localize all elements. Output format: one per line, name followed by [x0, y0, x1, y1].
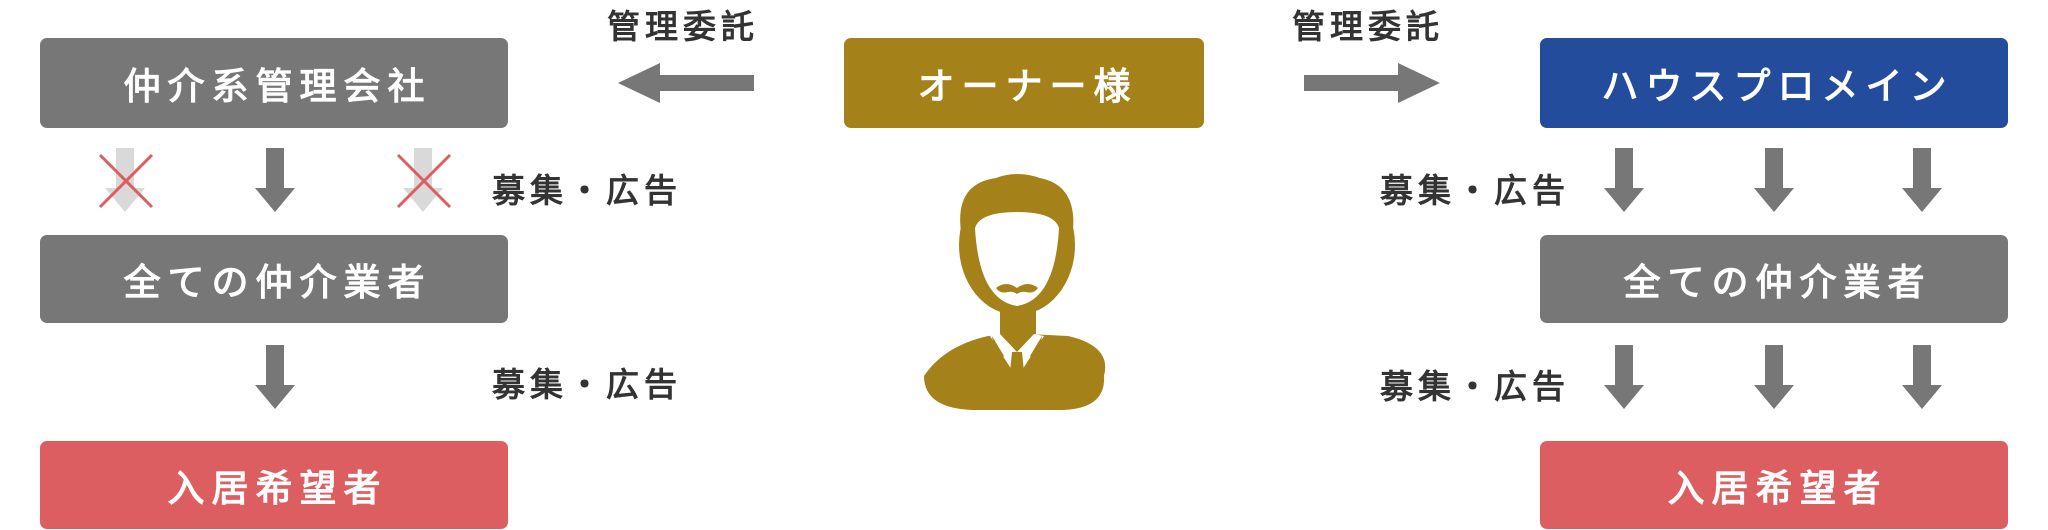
arrow-icon — [255, 345, 295, 409]
arrow-icon — [1304, 63, 1440, 103]
arrow-icon — [255, 148, 295, 212]
arrow-icon — [1604, 148, 1644, 212]
businessman-mustache-icon — [924, 174, 1106, 410]
arrow-icon — [1902, 345, 1942, 409]
left-all-brokers-box: 全ての仲介業者 — [40, 235, 508, 323]
arrow-icon — [618, 63, 754, 103]
right-all-brokers-box: 全ての仲介業者 — [1540, 235, 2008, 323]
left-management-label: 管理委託 — [607, 7, 759, 46]
left-recruit-label-1: 募集・広告 — [492, 171, 682, 210]
arrow-icon — [1604, 345, 1644, 409]
right-recruit-label-1: 募集・広告 — [1380, 171, 1570, 210]
left-tenants-box: 入居希望者 — [40, 441, 508, 529]
agency-management-company-box: 仲介系管理会社 — [40, 38, 508, 128]
right-tenants-box: 入居希望者 — [1540, 441, 2008, 529]
left-recruit-label-2: 募集・広告 — [492, 365, 682, 404]
right-recruit-label-2: 募集・広告 — [1380, 367, 1570, 406]
arrow-icon — [1754, 148, 1794, 212]
cross-mark-icon — [396, 153, 452, 209]
cross-mark-icon — [98, 153, 154, 209]
arrow-icon — [1902, 148, 1942, 212]
right-management-label: 管理委託 — [1292, 7, 1444, 46]
house-pro-main-box: ハウスプロメイン — [1540, 38, 2008, 128]
owner-box: オーナー様 — [844, 38, 1204, 128]
arrow-icon — [1754, 345, 1794, 409]
